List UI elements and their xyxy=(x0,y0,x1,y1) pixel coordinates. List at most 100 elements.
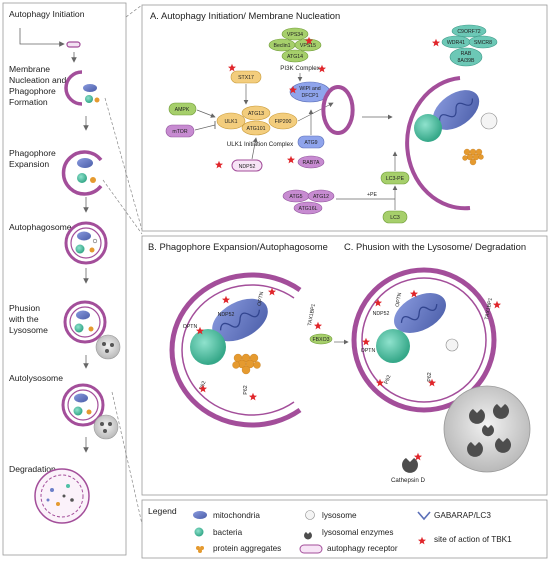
legend: Legend mitochondria bacteria protein agg… xyxy=(141,499,548,559)
tbk1-star-icon xyxy=(215,160,223,169)
vps34-node xyxy=(281,27,309,41)
svg-text:LC3: LC3 xyxy=(390,215,400,221)
panel-c-enzymes xyxy=(402,404,511,473)
lc3pe-node xyxy=(380,171,410,185)
svg-text:ATG16L: ATG16L xyxy=(299,206,318,212)
panel-a-cargo-phagophore-shape xyxy=(405,76,471,211)
stage-degradation-label: Degradation xyxy=(9,464,56,474)
tbk1-star-icon xyxy=(287,155,295,164)
svg-text:AMPK: AMPK xyxy=(175,107,190,113)
phusion-lysosome-shape xyxy=(95,334,121,360)
panel-c-ndp52: NDP52 xyxy=(373,311,390,317)
svg-text:RAB: RAB xyxy=(461,51,472,57)
atg16l-node xyxy=(293,201,323,215)
panel-b-fbxo3: FBXO3 xyxy=(312,337,329,343)
tbk1-star-icon xyxy=(314,321,322,330)
panel-a-phagophore-shape xyxy=(337,85,355,135)
tbk1-star-icon xyxy=(493,300,501,309)
legend-title: Legend xyxy=(148,506,177,516)
nucleation-mitochondrion-shape xyxy=(83,84,97,92)
atg101-node xyxy=(241,120,271,136)
expansion-membrane-shape xyxy=(61,150,103,196)
pi3k-complex-label: PI3K Complex xyxy=(280,65,320,72)
tbk1-star-icon xyxy=(318,64,326,73)
autolysosome-shape xyxy=(61,383,105,427)
stage-initiation-label: Autophagy Initiation xyxy=(9,9,85,19)
cathepsin-enzyme-shape xyxy=(402,458,418,473)
lc3-node xyxy=(382,210,408,224)
atg9-node xyxy=(297,135,325,149)
smcr8-node xyxy=(468,35,498,49)
svg-text:mTOR: mTOR xyxy=(172,129,187,135)
tbk1-star-icon xyxy=(222,295,230,304)
panel-bc: B. Phagophore Expansion/Autophagosome C.… xyxy=(141,235,548,496)
svg-text:C9ORF72: C9ORF72 xyxy=(457,29,480,35)
rab-node xyxy=(449,47,483,67)
svg-text:Beclin1: Beclin1 xyxy=(273,43,290,49)
tbk1-star-icon xyxy=(376,378,384,387)
tbk1-star-icon xyxy=(199,384,207,393)
svg-text:ATG101: ATG101 xyxy=(247,126,266,132)
panel-b-optn-top: OPTN xyxy=(257,291,265,306)
ampk-node xyxy=(168,102,197,116)
ndp52-node-a xyxy=(231,159,263,172)
panel-b-title: B. Phagophore Expansion/Autophagosome xyxy=(148,241,328,252)
tbk1-star-icon xyxy=(410,289,418,298)
tbk1-star-icon xyxy=(418,536,426,545)
atg13-node xyxy=(241,105,271,121)
svg-text:LC3-PE: LC3-PE xyxy=(386,176,405,182)
svg-text:ATG12: ATG12 xyxy=(313,194,329,200)
dashed-connectors xyxy=(102,4,143,525)
mtor-node xyxy=(165,124,195,138)
tbk1-star-icon xyxy=(414,452,422,461)
ulk1-node xyxy=(216,112,246,130)
atg14-node xyxy=(281,49,309,63)
svg-text:bacteria: bacteria xyxy=(213,528,243,537)
svg-text:FIP200: FIP200 xyxy=(275,119,292,125)
svg-text:GABARAP/LC3: GABARAP/LC3 xyxy=(434,511,491,520)
tbk1-star-icon xyxy=(305,36,313,45)
nucleation-membrane-shape xyxy=(64,70,83,106)
tbk1-stars xyxy=(196,36,501,545)
svg-text:NDP52: NDP52 xyxy=(239,164,256,170)
panel-b-ndp52: NDP52 xyxy=(218,312,235,318)
phusion-autophagosome-shape xyxy=(63,300,107,344)
cathepsin-label: Cathepsin D xyxy=(391,477,426,484)
panel-c-p62-left: P62 xyxy=(384,374,393,385)
svg-text:+PE: +PE xyxy=(367,192,377,198)
panel-a-aggregate-shape xyxy=(462,148,484,166)
autophagosome-shape xyxy=(64,221,108,265)
panel-c-optn-left: OPTN xyxy=(361,348,376,354)
panel-a-mitochondrion-shape xyxy=(432,90,480,130)
svg-text:WDR41: WDR41 xyxy=(447,40,465,46)
svg-text:ATG9: ATG9 xyxy=(304,140,317,146)
c9orf72-node xyxy=(451,24,487,38)
svg-text:RAB7A: RAB7A xyxy=(302,160,320,166)
ulk1-complex-label: ULK1 Initiation Complex xyxy=(227,141,294,148)
panel-c-title: C. Phusion with the Lysosome/ Degradatio… xyxy=(344,241,526,252)
panel-c-optn-top: OPTN xyxy=(395,292,403,307)
svg-text:protein aggregates: protein aggregates xyxy=(213,544,281,553)
panel-a-title: A. Autophagy Initiation/ Membrane Nuclea… xyxy=(150,10,340,21)
tbk1-star-icon xyxy=(196,326,204,335)
svg-text:ATG14: ATG14 xyxy=(287,54,303,60)
rab7a-node xyxy=(297,155,325,169)
stage-nucleation-label: Membrane Nucleation and Phagophore Forma… xyxy=(9,64,69,107)
svg-text:ATG13: ATG13 xyxy=(248,111,264,117)
svg-text:VPS34: VPS34 xyxy=(287,32,303,38)
svg-text:8A/39B: 8A/39B xyxy=(457,58,475,64)
panel-c-autophagosome-shape xyxy=(351,267,497,413)
stage-column: Autophagy Initiation Membrane Nucleation… xyxy=(2,2,127,556)
panel-b-tax1bp1: TAX1BP1 xyxy=(307,303,317,326)
panel-b-optn-left: OPTN xyxy=(183,324,198,330)
panel-b-phagophore-shape xyxy=(169,272,302,428)
stage-phusion-label: Phusion with the Lysosome xyxy=(8,303,48,335)
svg-text:VPS15: VPS15 xyxy=(300,43,316,49)
svg-text:mitochondria: mitochondria xyxy=(213,511,260,520)
degradation-shape xyxy=(34,468,90,524)
svg-text:WIPI and: WIPI and xyxy=(299,86,320,92)
panel-c-p62-right: P62 xyxy=(427,372,433,381)
svg-text:site of action of TBK1: site of action of TBK1 xyxy=(434,535,512,544)
panel-b-bacterium-shape xyxy=(190,329,226,365)
tbk1-star-icon xyxy=(249,392,257,401)
